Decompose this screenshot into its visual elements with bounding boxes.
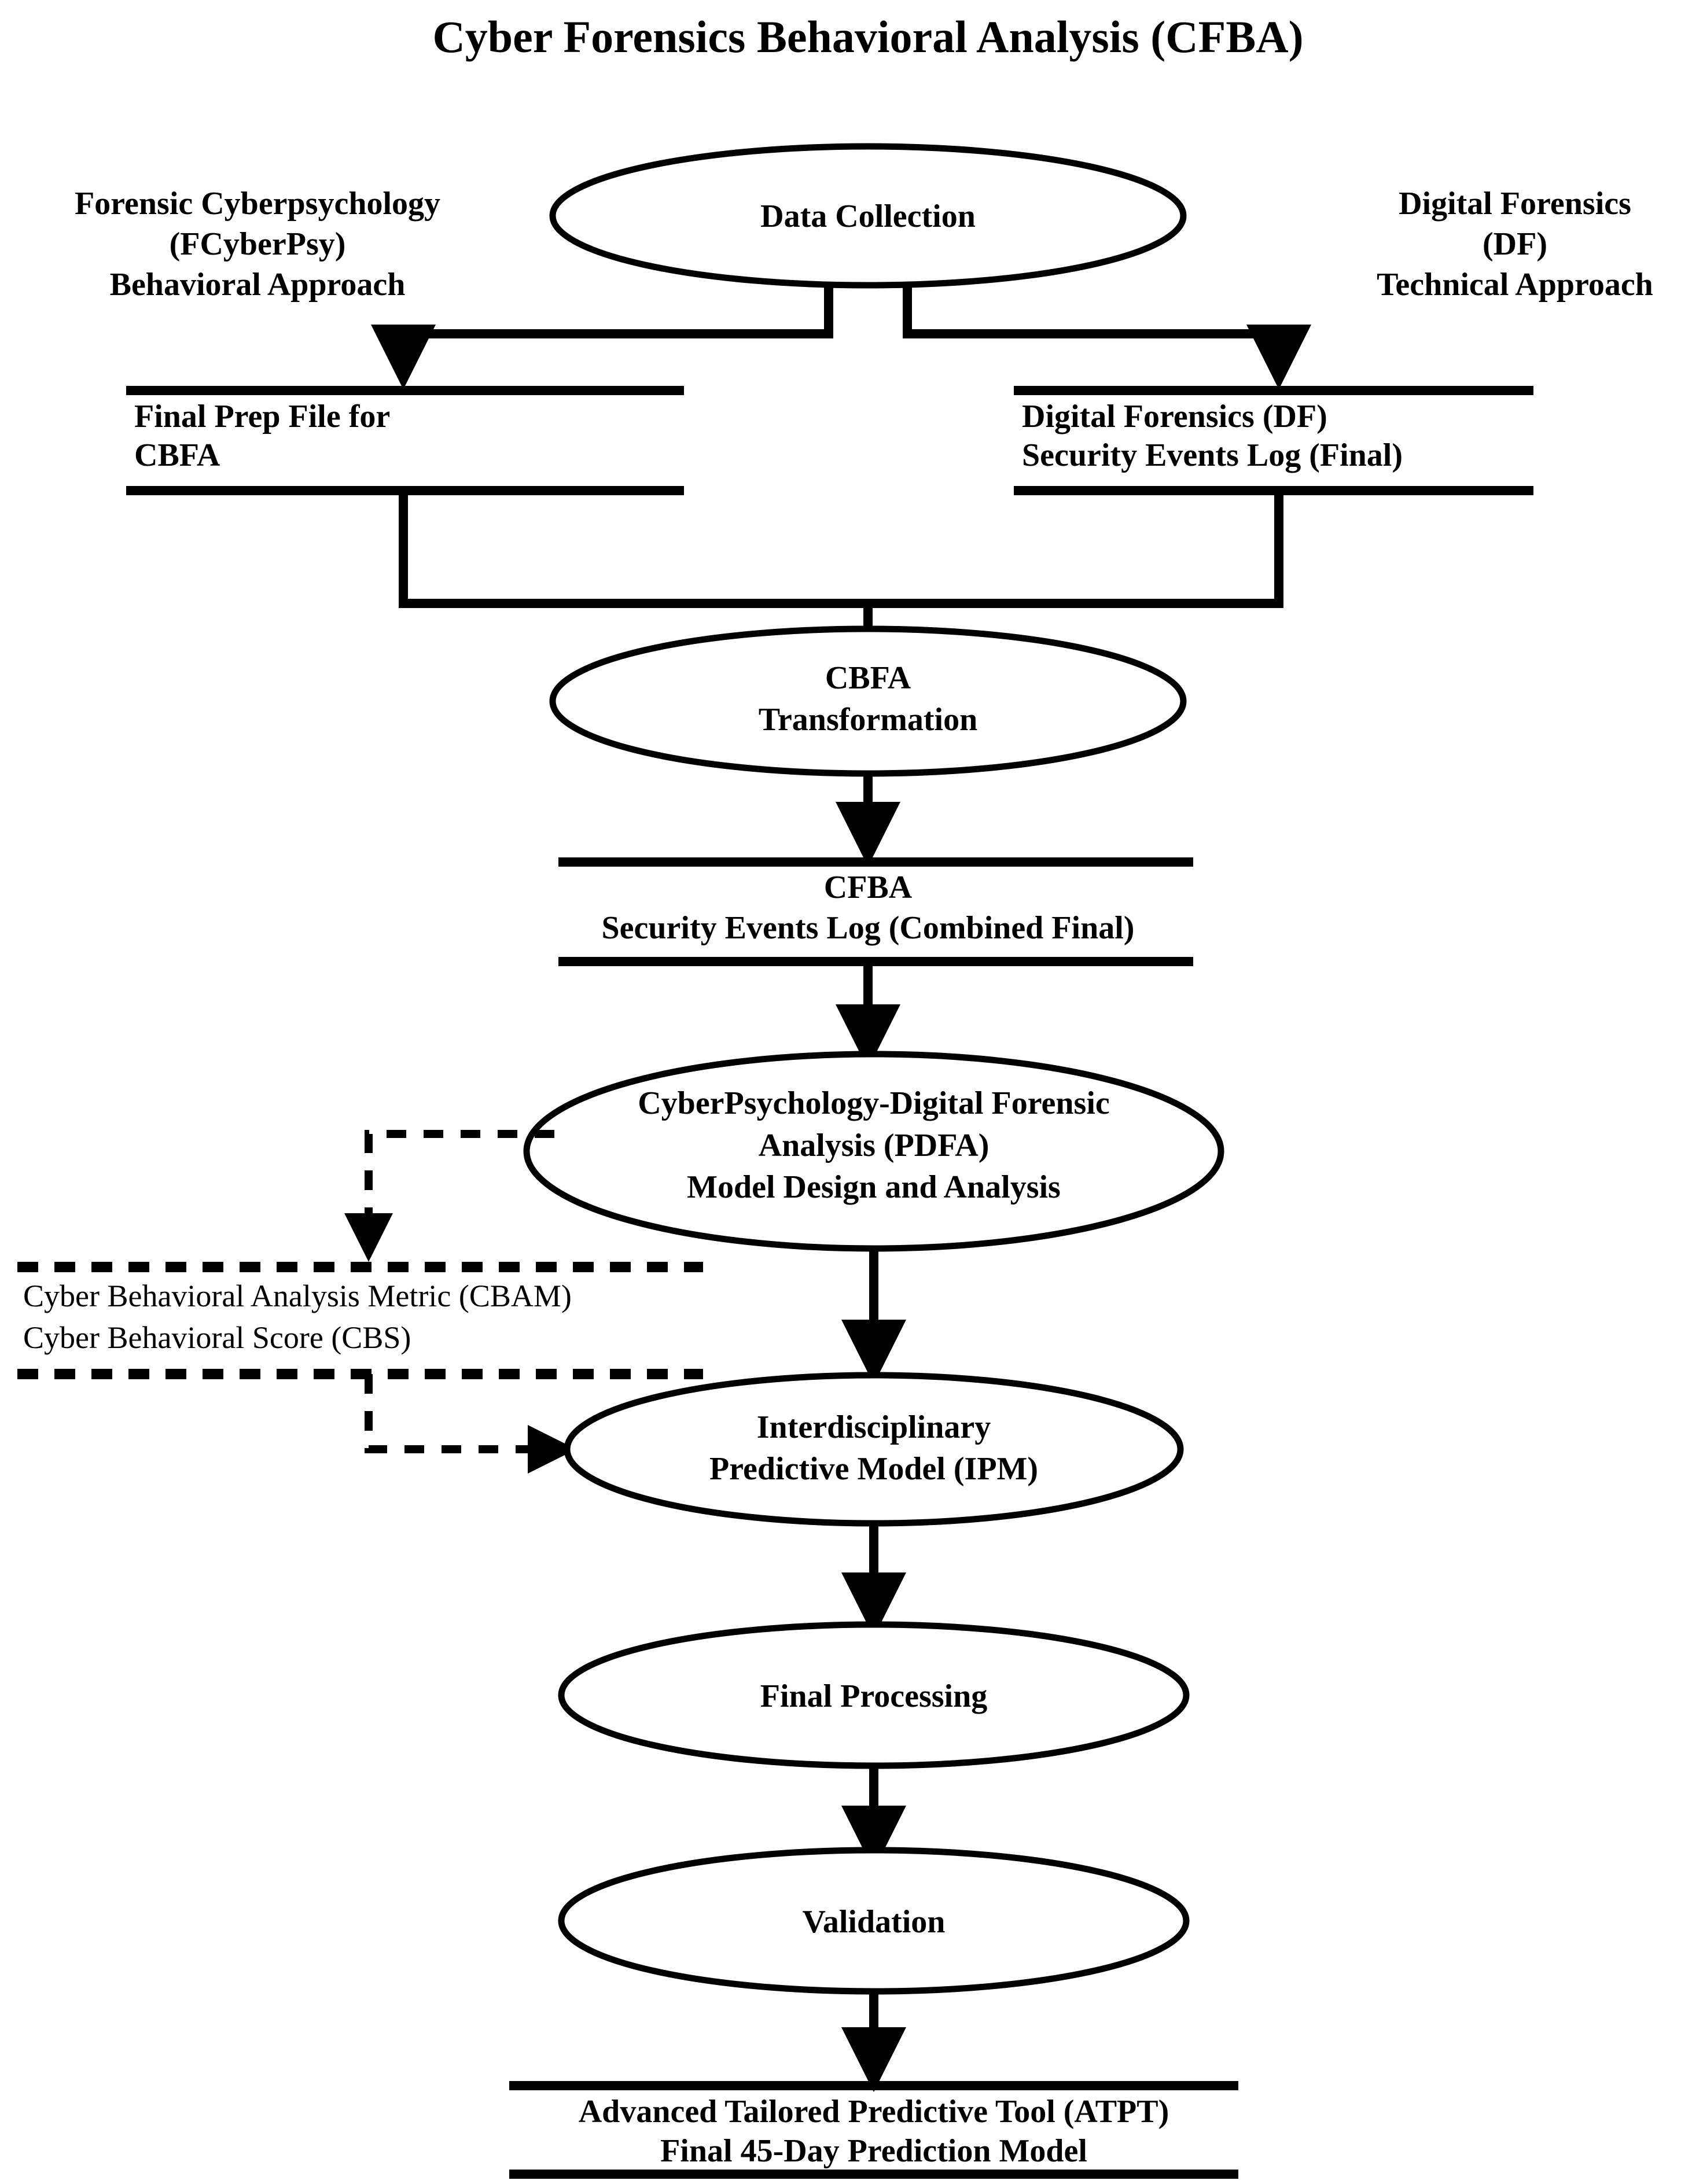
side-label-left-line1: Forensic Cyberpsychology <box>75 186 440 222</box>
split-connector-data-collection <box>371 283 1311 389</box>
side-label-right-line1: Digital Forensics <box>1399 186 1631 222</box>
final-prep-label-line1: Final Prep File for <box>134 399 390 434</box>
data-collection-ellipse[interactable] <box>549 143 1187 289</box>
node-cbam-cbs[interactable]: Cyber Behavioral Analysis Metric (CBAM) … <box>17 1262 703 1379</box>
validation-label: Validation <box>803 1904 946 1940</box>
cbam-label-line1: Cyber Behavioral Analysis Metric (CBAM) <box>23 1279 572 1313</box>
connector-dc-to-prep <box>371 283 833 389</box>
node-df-security-log[interactable]: Digital Forensics (DF) Security Events L… <box>1014 386 1533 495</box>
side-label-left-line2: (FCyberPsy) <box>170 226 346 262</box>
side-label-right-line2: (DF) <box>1483 226 1547 262</box>
node-atpt[interactable]: Advanced Tailored Predictive Tool (ATPT)… <box>509 2081 1238 2179</box>
cbfa-transformation-line2: Transformation <box>759 702 978 738</box>
side-label-left-line3: Behavioral Approach <box>110 267 406 303</box>
connector-dc-to-df <box>903 283 1311 389</box>
combined-log-line1: CFBA <box>824 870 913 905</box>
combined-log-line2: Security Events Log (Combined Final) <box>602 910 1135 946</box>
connector-merge-bracket <box>399 491 1283 608</box>
pdfa-model-line1: CyberPsychology-Digital Forensic <box>638 1085 1110 1121</box>
node-ipm-model[interactable]: Interdisciplinary Predictive Model (IPM) <box>564 1372 1184 1527</box>
cbfa-transformation-ellipse[interactable] <box>549 625 1187 777</box>
node-validation[interactable]: Validation <box>558 1847 1190 1995</box>
node-final-prep-file[interactable]: Final Prep File for CBFA <box>126 386 684 495</box>
final-prep-label-line2: CBFA <box>134 437 220 473</box>
data-collection-label: Data Collection <box>760 198 976 234</box>
side-label-right: Digital Forensics (DF) Technical Approac… <box>1377 186 1653 303</box>
cbam-label-line2: Cyber Behavioral Score (CBS) <box>23 1320 411 1355</box>
atpt-line2: Final 45-Day Prediction Model <box>660 2133 1087 2169</box>
final-processing-label: Final Processing <box>760 1678 988 1714</box>
df-log-label-line1: Digital Forensics (DF) <box>1022 399 1327 434</box>
dashed-connector-cbam-to-ipm <box>365 1374 576 1474</box>
node-cbfa-transformation[interactable]: CBFA Transformation <box>549 625 1187 777</box>
node-final-processing[interactable]: Final Processing <box>558 1621 1190 1769</box>
page-title: Cyber Forensics Behavioral Analysis (CFB… <box>432 12 1303 62</box>
node-cfba-combined-log[interactable]: CFBA Security Events Log (Combined Final… <box>558 857 1193 966</box>
node-pdfa-model[interactable]: CyberPsychology-Digital Forensic Analysi… <box>523 1051 1224 1252</box>
side-label-right-line3: Technical Approach <box>1377 267 1653 303</box>
df-log-label-line2: Security Events Log (Final) <box>1022 437 1403 473</box>
node-data-collection[interactable]: Data Collection <box>549 143 1187 289</box>
cbfa-transformation-line1: CBFA <box>825 660 911 696</box>
dashed-connector-pdfa-to-cbam <box>344 1130 554 1262</box>
pdfa-model-line2: Analysis (PDFA) <box>759 1128 990 1163</box>
ipm-model-line1: Interdisciplinary <box>757 1409 991 1445</box>
dashed-path-cbam-ipm <box>365 1374 576 1474</box>
ipm-model-line2: Predictive Model (IPM) <box>709 1451 1038 1487</box>
atpt-line1: Advanced Tailored Predictive Tool (ATPT) <box>579 2094 1169 2130</box>
pdfa-model-line3: Model Design and Analysis <box>687 1169 1061 1205</box>
side-label-left: Forensic Cyberpsychology (FCyberPsy) Beh… <box>75 186 440 303</box>
ipm-model-ellipse[interactable] <box>564 1372 1184 1527</box>
dashed-path-pdfa-cbam <box>344 1130 554 1262</box>
